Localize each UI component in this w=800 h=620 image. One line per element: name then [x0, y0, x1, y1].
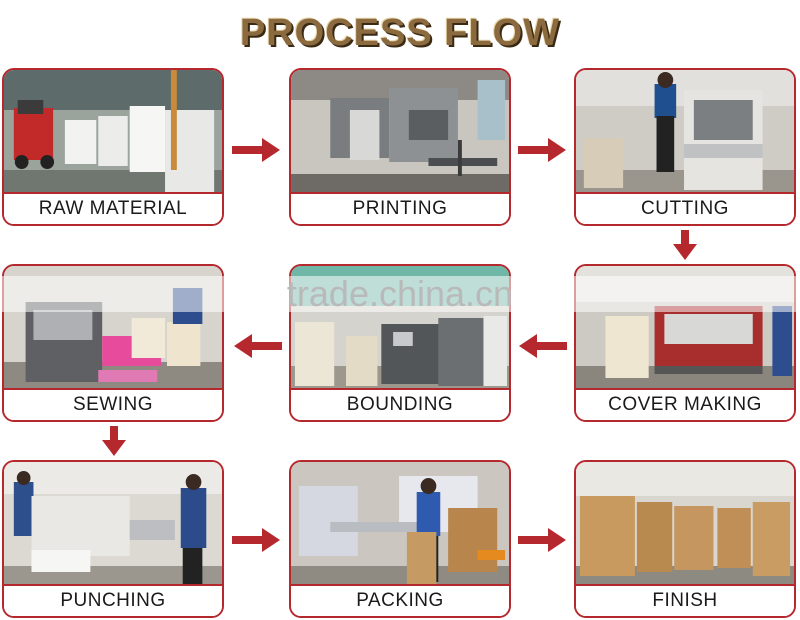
step-label: PACKING: [291, 584, 509, 616]
step-label: SEWING: [4, 388, 222, 420]
step-label: CUTTING: [576, 192, 794, 224]
arrow-right-icon: [232, 528, 280, 552]
arrow-down-icon: [102, 426, 126, 456]
step-label: BOUNDING: [291, 388, 509, 420]
arrow-left-icon: [519, 334, 567, 358]
step-label: COVER MAKING: [576, 388, 794, 420]
step-label: PRINTING: [291, 192, 509, 224]
arrow-right-icon: [518, 138, 566, 162]
arrow-down-icon: [673, 230, 697, 260]
watermark: trade.china.cn: [0, 276, 800, 312]
arrow-right-icon: [232, 138, 280, 162]
step-raw-material: RAW MATERIAL: [2, 68, 224, 226]
raw-material-photo: [4, 70, 222, 196]
finish-photo: [576, 462, 794, 588]
step-finish: FINISH: [574, 460, 796, 618]
packing-photo: [291, 462, 509, 588]
step-printing: PRINTING: [289, 68, 511, 226]
step-packing: PACKING: [289, 460, 511, 618]
punching-photo: [4, 462, 222, 588]
printing-photo: [291, 70, 509, 196]
arrow-right-icon: [518, 528, 566, 552]
cutting-photo: [576, 70, 794, 196]
step-label: FINISH: [576, 584, 794, 616]
arrow-left-icon: [234, 334, 282, 358]
step-label: PUNCHING: [4, 584, 222, 616]
page-title: PROCESS FLOW: [239, 12, 561, 54]
step-label: RAW MATERIAL: [4, 192, 222, 224]
step-cutting: CUTTING: [574, 68, 796, 226]
step-punching: PUNCHING: [2, 460, 224, 618]
